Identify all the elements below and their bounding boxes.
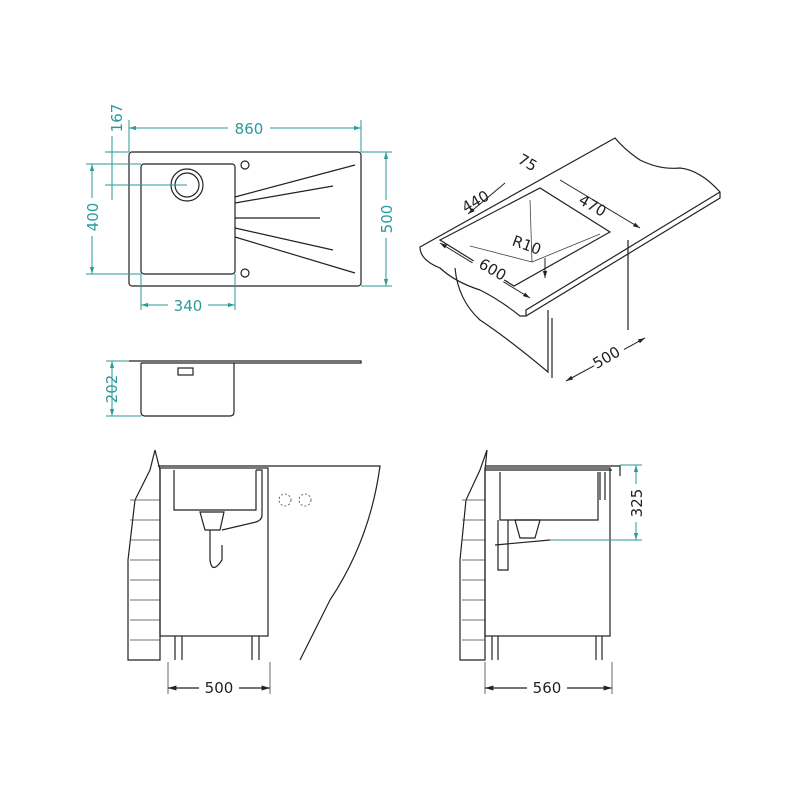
wall-bricks: [130, 499, 160, 641]
wall-bricks-2: [462, 499, 485, 641]
dim-bowl-offset: 167: [108, 104, 126, 133]
dim-section-cabinet-width: 560: [533, 679, 562, 697]
overflow-hole: [240, 268, 250, 278]
dim-bowl-depth: 400: [84, 203, 102, 232]
sink-outline: [128, 151, 362, 287]
drainer-grooves: [234, 164, 356, 274]
dim-depth: 500: [378, 205, 396, 234]
dim-front-cabinet-width: 500: [205, 679, 234, 697]
dim-width: 860: [235, 120, 264, 138]
dim-height: 202: [103, 375, 121, 404]
top-view: 860 167 400 500 340: [82, 104, 396, 315]
dim-cutout-length: 470: [576, 191, 610, 221]
dim-rim: 75: [515, 150, 541, 175]
front-cabinet-view: 500: [127, 449, 381, 697]
tap-hole: [240, 160, 250, 170]
bowl-outline: [140, 163, 236, 275]
side-view: 202: [103, 360, 362, 417]
dim-cutout-width: 440: [459, 187, 493, 217]
dim-drain-height: 325: [628, 489, 646, 518]
iso-view: 440 75 470 R10 600 500: [419, 137, 721, 382]
section-cabinet-view: 325 560: [459, 449, 646, 697]
dim-bowl-width: 340: [174, 297, 203, 315]
dim-radius: R10: [510, 232, 544, 259]
